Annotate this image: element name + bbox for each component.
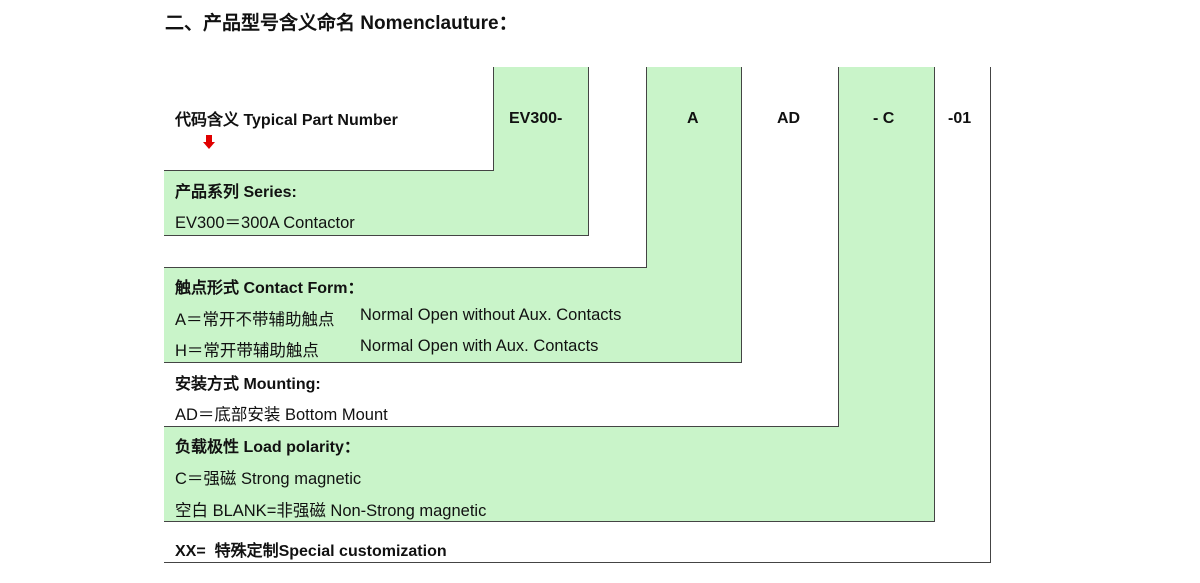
divider-line (588, 67, 589, 235)
divider-line (164, 170, 494, 171)
code-c: - C (873, 110, 895, 127)
series-band (164, 170, 588, 235)
special-customization-text: XX= 特殊定制Special customization (175, 543, 447, 560)
typical-part-number-label: 代码含义 Typical Part Number (175, 112, 398, 129)
load-polarity-item: 空白 BLANK=非强磁 Non-Strong magnetic (175, 502, 487, 520)
contact-form-band (164, 267, 741, 362)
divider-line (990, 67, 991, 562)
divider-line (164, 562, 991, 563)
load-polarity-band (164, 426, 934, 521)
page-title: 二、产品型号含义命名 Nomenclauture： (165, 13, 518, 34)
divider-line (741, 67, 742, 362)
load-polarity-heading: 负载极性 Load polarity： (175, 439, 360, 456)
code-ad: AD (777, 110, 801, 127)
divider-line (838, 67, 839, 426)
load-polarity-item: C＝强磁 Strong magnetic (175, 470, 362, 488)
contact-form-item-desc: Normal Open without Aux. Contacts (360, 306, 622, 324)
divider-line (164, 521, 935, 522)
contact-form-item-code: H＝常开带辅助触点 (175, 342, 319, 360)
divider-line (164, 267, 647, 268)
down-arrow-icon (203, 135, 215, 149)
contact-form-item-desc: Normal Open with Aux. Contacts (360, 337, 599, 355)
code-01: -01 (948, 110, 972, 127)
contact-form-heading: 触点形式 Contact Form： (175, 280, 364, 297)
series-heading: 产品系列 Series: (175, 184, 297, 201)
contact-form-item-code: A＝常开不带辅助触点 (175, 311, 335, 329)
divider-line (646, 67, 647, 267)
series-item: EV300＝300A Contactor (175, 214, 355, 232)
mounting-heading: 安装方式 Mounting: (175, 376, 321, 393)
divider-line (164, 235, 589, 236)
divider-line (493, 67, 494, 170)
code-a: A (687, 110, 699, 127)
code-column-ev300 (493, 67, 588, 170)
divider-line (164, 426, 839, 427)
code-column-a (646, 67, 741, 267)
code-ev300: EV300- (509, 110, 563, 127)
divider-line (934, 67, 935, 522)
mounting-item: AD＝底部安装 Bottom Mount (175, 406, 388, 424)
divider-line (164, 362, 742, 363)
code-column-c (838, 67, 934, 426)
